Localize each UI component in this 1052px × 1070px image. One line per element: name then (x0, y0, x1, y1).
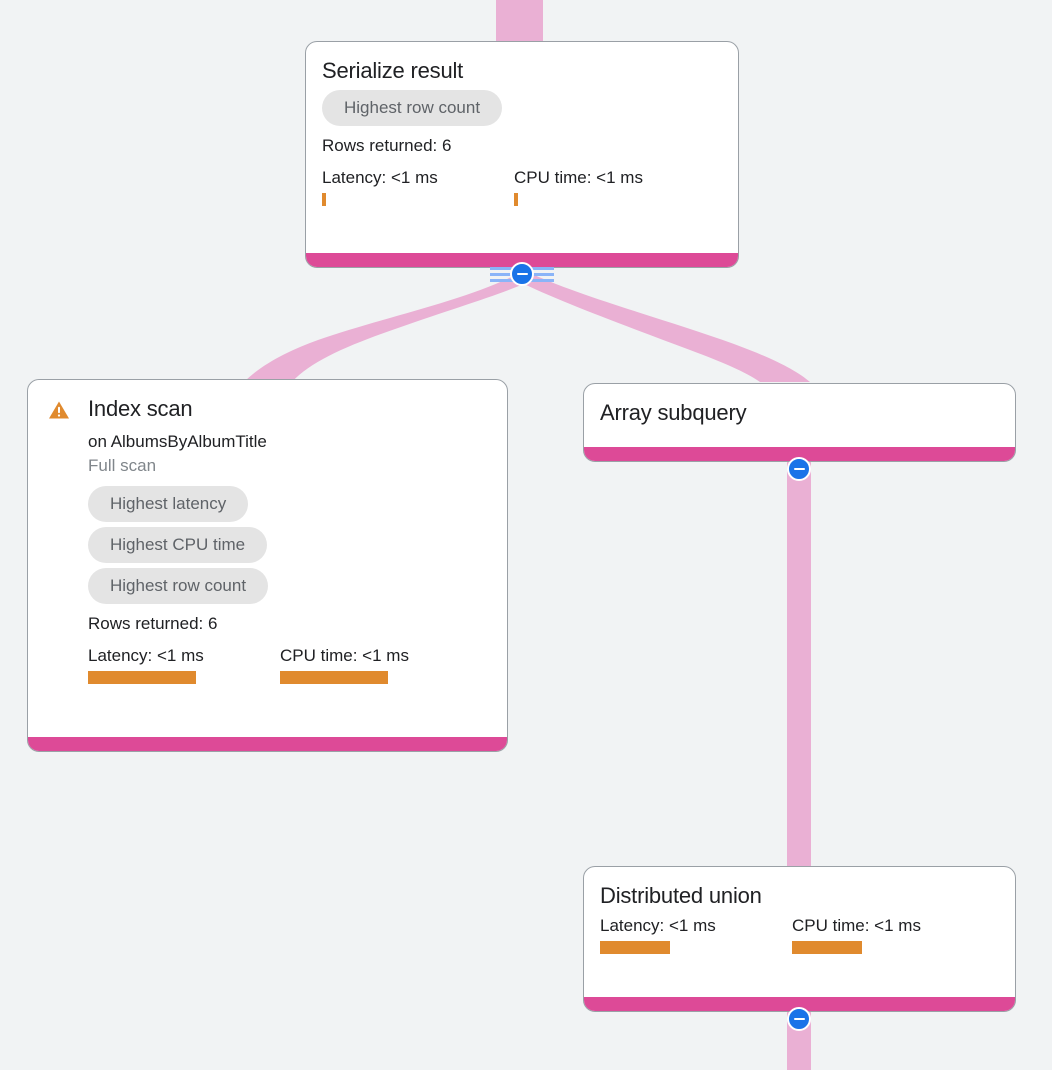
node-footer-bar (584, 447, 1015, 461)
metric-cpu-time-label: CPU time: <1 ms (514, 168, 643, 187)
node-footer-bar (28, 737, 507, 751)
rows-returned: Rows returned: 6 (322, 136, 452, 155)
node-index-scan[interactable]: Index scan on AlbumsByAlbumTitle Full sc… (27, 379, 508, 752)
metric-cpu-time: CPU time: <1 ms (792, 915, 921, 954)
node-body: Distributed union Latency: <1 ms CPU tim… (584, 867, 1015, 997)
node-metrics: Latency: <1 ms CPU time: <1 ms (600, 915, 999, 954)
node-title-row: Serialize result (322, 58, 722, 84)
collapse-toggle-serialize-result[interactable] (510, 262, 534, 286)
node-title-row: Index scan (48, 396, 491, 422)
metric-latency-label: Latency: <1 ms (600, 916, 716, 935)
metric-latency-bar (88, 671, 196, 684)
metric-cpu-time: CPU time: <1 ms (514, 167, 643, 206)
metric-latency: Latency: <1 ms (322, 167, 514, 206)
node-subtitle: on AlbumsByAlbumTitle (88, 432, 267, 451)
node-footer-bar (306, 253, 738, 267)
warning-triangle-icon (49, 401, 69, 419)
node-metrics: Latency: <1 ms CPU time: <1 ms (322, 167, 722, 206)
edge-serialize-to-index-scan (244, 272, 536, 382)
collapse-toggle-distributed-union[interactable] (787, 1007, 811, 1031)
metric-cpu-time-bar (280, 671, 388, 684)
node-title-row: Array subquery (600, 400, 999, 426)
node-array-subquery[interactable]: Array subquery (583, 383, 1016, 462)
edge-parent-to-serialize (496, 0, 543, 46)
node-scan-type: Full scan (88, 456, 157, 475)
edge-array-subquery-to-distributed-union (787, 462, 811, 874)
node-body: Serialize result Highest row count Rows … (306, 42, 738, 253)
metric-latency-bar (322, 193, 326, 206)
node-chips: Highest row count (322, 90, 722, 126)
chip-highest-cpu-time: Highest CPU time (88, 527, 268, 563)
node-body: Index scan on AlbumsByAlbumTitle Full sc… (28, 380, 507, 737)
node-title: Array subquery (600, 400, 747, 425)
metric-cpu-time: CPU time: <1 ms (280, 645, 409, 684)
node-metrics: Latency: <1 ms CPU time: <1 ms (88, 645, 491, 684)
chip-highest-row-count: Highest row count (88, 568, 269, 604)
metric-latency-bar (600, 941, 670, 954)
metric-latency-label: Latency: <1 ms (322, 168, 438, 187)
metric-latency: Latency: <1 ms (600, 915, 792, 954)
node-footer-bar (584, 997, 1015, 1011)
collapse-toggle-array-subquery[interactable] (787, 457, 811, 481)
rows-returned: Rows returned: 6 (88, 614, 218, 633)
node-title: Index scan (88, 396, 193, 421)
metric-cpu-time-label: CPU time: <1 ms (792, 916, 921, 935)
chip-highest-latency: Highest latency (88, 486, 249, 522)
metric-latency-label: Latency: <1 ms (88, 646, 204, 665)
node-title-row: Distributed union (600, 883, 999, 909)
node-body: Array subquery (584, 384, 1015, 447)
node-title: Serialize result (322, 58, 464, 83)
node-distributed-union[interactable]: Distributed union Latency: <1 ms CPU tim… (583, 866, 1016, 1012)
metric-cpu-time-label: CPU time: <1 ms (280, 646, 409, 665)
chip-highest-row-count: Highest row count (322, 90, 503, 126)
node-serialize-result[interactable]: Serialize result Highest row count Rows … (305, 41, 739, 268)
metric-latency: Latency: <1 ms (88, 645, 280, 684)
node-chips: Highest latency Highest CPU time Highest… (88, 486, 491, 604)
metric-cpu-time-bar (792, 941, 862, 954)
node-title: Distributed union (600, 883, 762, 908)
metric-cpu-time-bar (514, 193, 518, 206)
edge-serialize-to-array-subquery (520, 272, 810, 382)
